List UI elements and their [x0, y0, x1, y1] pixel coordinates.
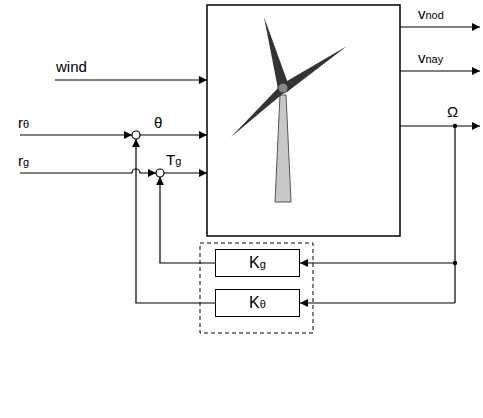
signal-name: wind [56, 58, 87, 76]
signal-name: θ [154, 114, 162, 132]
gain-block: Kg [215, 249, 300, 277]
plant-box [207, 5, 400, 236]
gain-label: Kg [249, 254, 266, 273]
signal-name: rg [18, 152, 29, 171]
signal-name: vnay [418, 49, 443, 68]
summing-junction [156, 169, 164, 177]
summing-junction [132, 131, 140, 139]
signal-name: Tg [166, 151, 181, 170]
branch-dot [453, 124, 457, 128]
signal-name: Ω [447, 103, 458, 121]
controller-group [200, 243, 313, 333]
signal-lines [20, 27, 480, 303]
gain-block: Kθ [215, 289, 300, 317]
signal-name: rθ [18, 114, 29, 133]
turbine-illustration [231, 17, 347, 202]
gain-label: Kθ [249, 294, 266, 313]
signal-name: vnod [418, 5, 444, 24]
branch-dot [453, 261, 457, 265]
